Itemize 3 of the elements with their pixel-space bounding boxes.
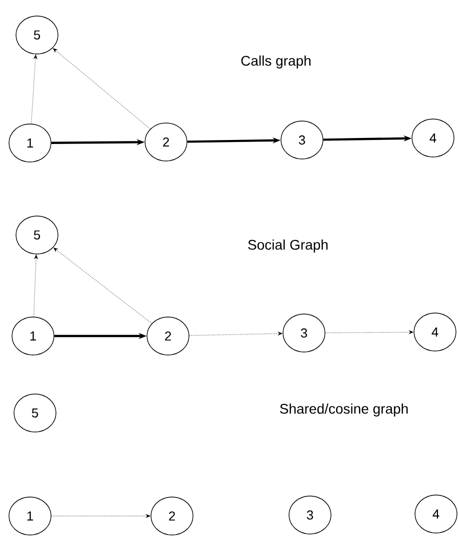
graph-title: Calls graph — [241, 55, 310, 69]
graph-title: Social Graph — [248, 239, 328, 253]
graph-title: Shared/cosine graph — [280, 403, 408, 417]
